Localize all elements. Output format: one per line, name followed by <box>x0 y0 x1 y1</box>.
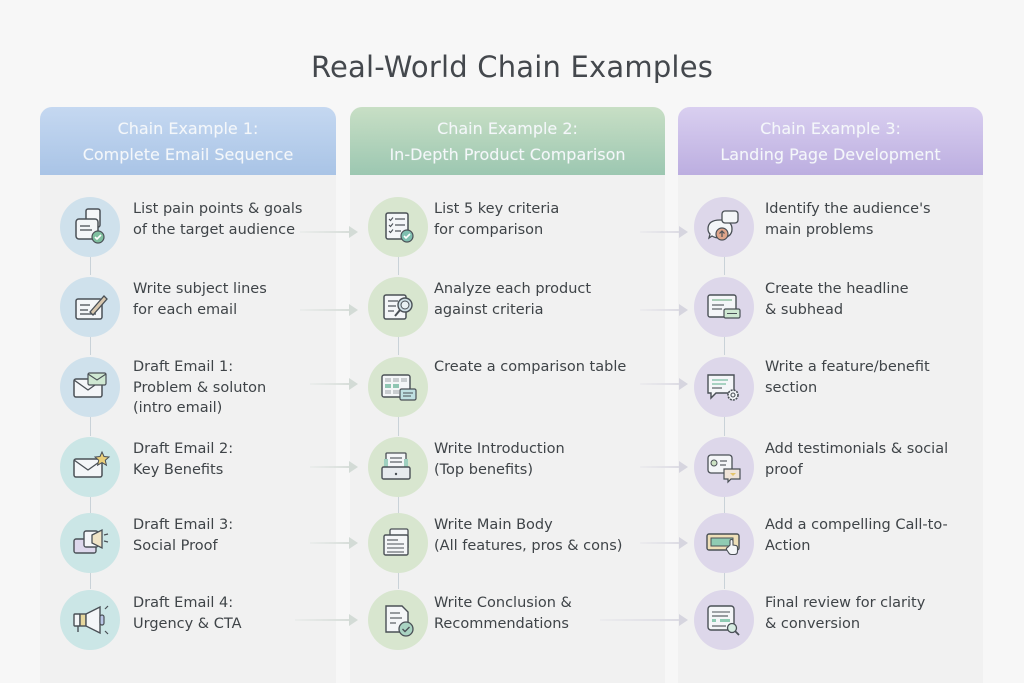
step-line: Draft Email 3: <box>133 517 234 533</box>
step-line: Write Main Body <box>434 517 553 533</box>
chat-bubbles-icon <box>694 197 754 257</box>
connector-line <box>398 416 399 436</box>
step-line: Write a feature/benefit section <box>765 359 930 396</box>
step-line: Social Proof <box>133 537 218 554</box>
step-line: Key Benefits <box>133 461 224 478</box>
step-line: (Top benefits) <box>434 461 534 478</box>
megaphone-card-icon <box>60 513 120 573</box>
connector-line <box>398 255 399 275</box>
chain-column-product-comparison: Chain Example 2: In-Depth Product Compar… <box>350 107 665 683</box>
chain-column-landing-page: Chain Example 3: Landing Page Developmen… <box>678 107 983 683</box>
chain-column-email-sequence: Chain Example 1: Complete Email Sequence… <box>40 107 336 683</box>
envelope-star-icon <box>60 437 120 497</box>
envelope-icon <box>60 357 120 417</box>
flow-arrow <box>600 614 688 626</box>
step-line: Add testimonials & social proof <box>765 441 949 478</box>
column-header-title: Complete Email Sequence <box>82 145 294 164</box>
step-line: main problems <box>765 221 874 238</box>
step-line: (All features, pros & cons) <box>434 537 623 554</box>
step-line: for each email <box>133 301 238 318</box>
column-header: Chain Example 3: Landing Page Developmen… <box>678 107 983 175</box>
flow-arrow <box>295 614 358 626</box>
step-line: Write subject lines <box>133 281 267 297</box>
connector-line <box>90 493 91 513</box>
chat-gear-icon <box>694 357 754 417</box>
flow-arrow <box>310 378 358 390</box>
flow-arrow <box>300 304 358 316</box>
step-line: Problem & soluton <box>133 379 267 396</box>
connector-line <box>90 416 91 436</box>
step-line: Write Conclusion & <box>434 595 572 611</box>
connector-line <box>724 255 725 275</box>
connector-line <box>90 335 91 355</box>
connector-line <box>724 569 725 589</box>
step-line: Analyze each product <box>434 281 592 297</box>
step-line: List pain points & goals <box>133 201 303 217</box>
column-header-title: Landing Page Development <box>720 145 941 164</box>
step-line: Urgency & CTA <box>133 615 242 632</box>
connector-line <box>724 335 725 355</box>
step-line: Draft Email 2: <box>133 441 234 457</box>
review-magnifier-icon <box>694 590 754 650</box>
megaphone-icon <box>60 590 120 650</box>
step-line: Write Introduction <box>434 441 565 457</box>
step-line: against criteria <box>434 301 544 318</box>
inbox-document-icon <box>368 437 428 497</box>
pencil-edit-icon <box>60 277 120 337</box>
flow-arrow <box>640 537 688 549</box>
flow-arrow <box>310 461 358 473</box>
document-check-icon <box>368 590 428 650</box>
connector-line <box>90 569 91 589</box>
step-line: Draft Email 4: <box>133 595 234 611</box>
button-click-icon <box>694 513 754 573</box>
headline-window-icon <box>694 277 754 337</box>
flow-arrow <box>300 226 358 238</box>
testimonial-icon <box>694 437 754 497</box>
step-line: Draft Email 1: <box>133 359 234 375</box>
flow-arrow <box>640 461 688 473</box>
column-header-label: Chain Example 2: <box>437 119 578 138</box>
step-line: Create the headline <box>765 281 909 297</box>
column-header-title: In-Depth Product Comparison <box>389 145 626 164</box>
step-line: & subhead <box>765 301 844 318</box>
step-line: Identify the audience's <box>765 201 931 217</box>
step-line: of the target audience <box>133 221 295 238</box>
step-line: Recommendations <box>434 615 569 632</box>
document-magnifier-icon <box>368 277 428 337</box>
step-line: List 5 key criteria <box>434 201 560 217</box>
table-icon <box>368 357 428 417</box>
step-line: Final review for clarity <box>765 595 926 611</box>
column-header-label: Chain Example 1: <box>117 119 259 138</box>
flow-arrow <box>310 537 358 549</box>
flow-arrow <box>640 378 688 390</box>
step-line: (intro email) <box>133 400 223 416</box>
connector-line <box>724 493 725 513</box>
step-line: & conversion <box>765 615 861 632</box>
column-header: Chain Example 1: Complete Email Sequence <box>40 107 336 175</box>
page-title: Real-World Chain Examples <box>310 50 714 84</box>
connector-line <box>398 569 399 589</box>
connector-line <box>724 416 725 436</box>
column-header-label: Chain Example 3: <box>760 119 901 138</box>
document-check-icon <box>60 197 120 257</box>
step-line: for comparison <box>434 221 544 238</box>
documents-icon <box>368 513 428 573</box>
connector-line <box>90 255 91 275</box>
checklist-icon <box>368 197 428 257</box>
connector-line <box>398 335 399 355</box>
flow-arrow <box>640 304 688 316</box>
connector-line <box>398 493 399 513</box>
flow-arrow <box>640 226 688 238</box>
step-line: Create a comparison table <box>434 359 627 375</box>
step-line: Add a compelling Call-to-Action <box>765 517 948 554</box>
column-header: Chain Example 2: In-Depth Product Compar… <box>350 107 665 175</box>
